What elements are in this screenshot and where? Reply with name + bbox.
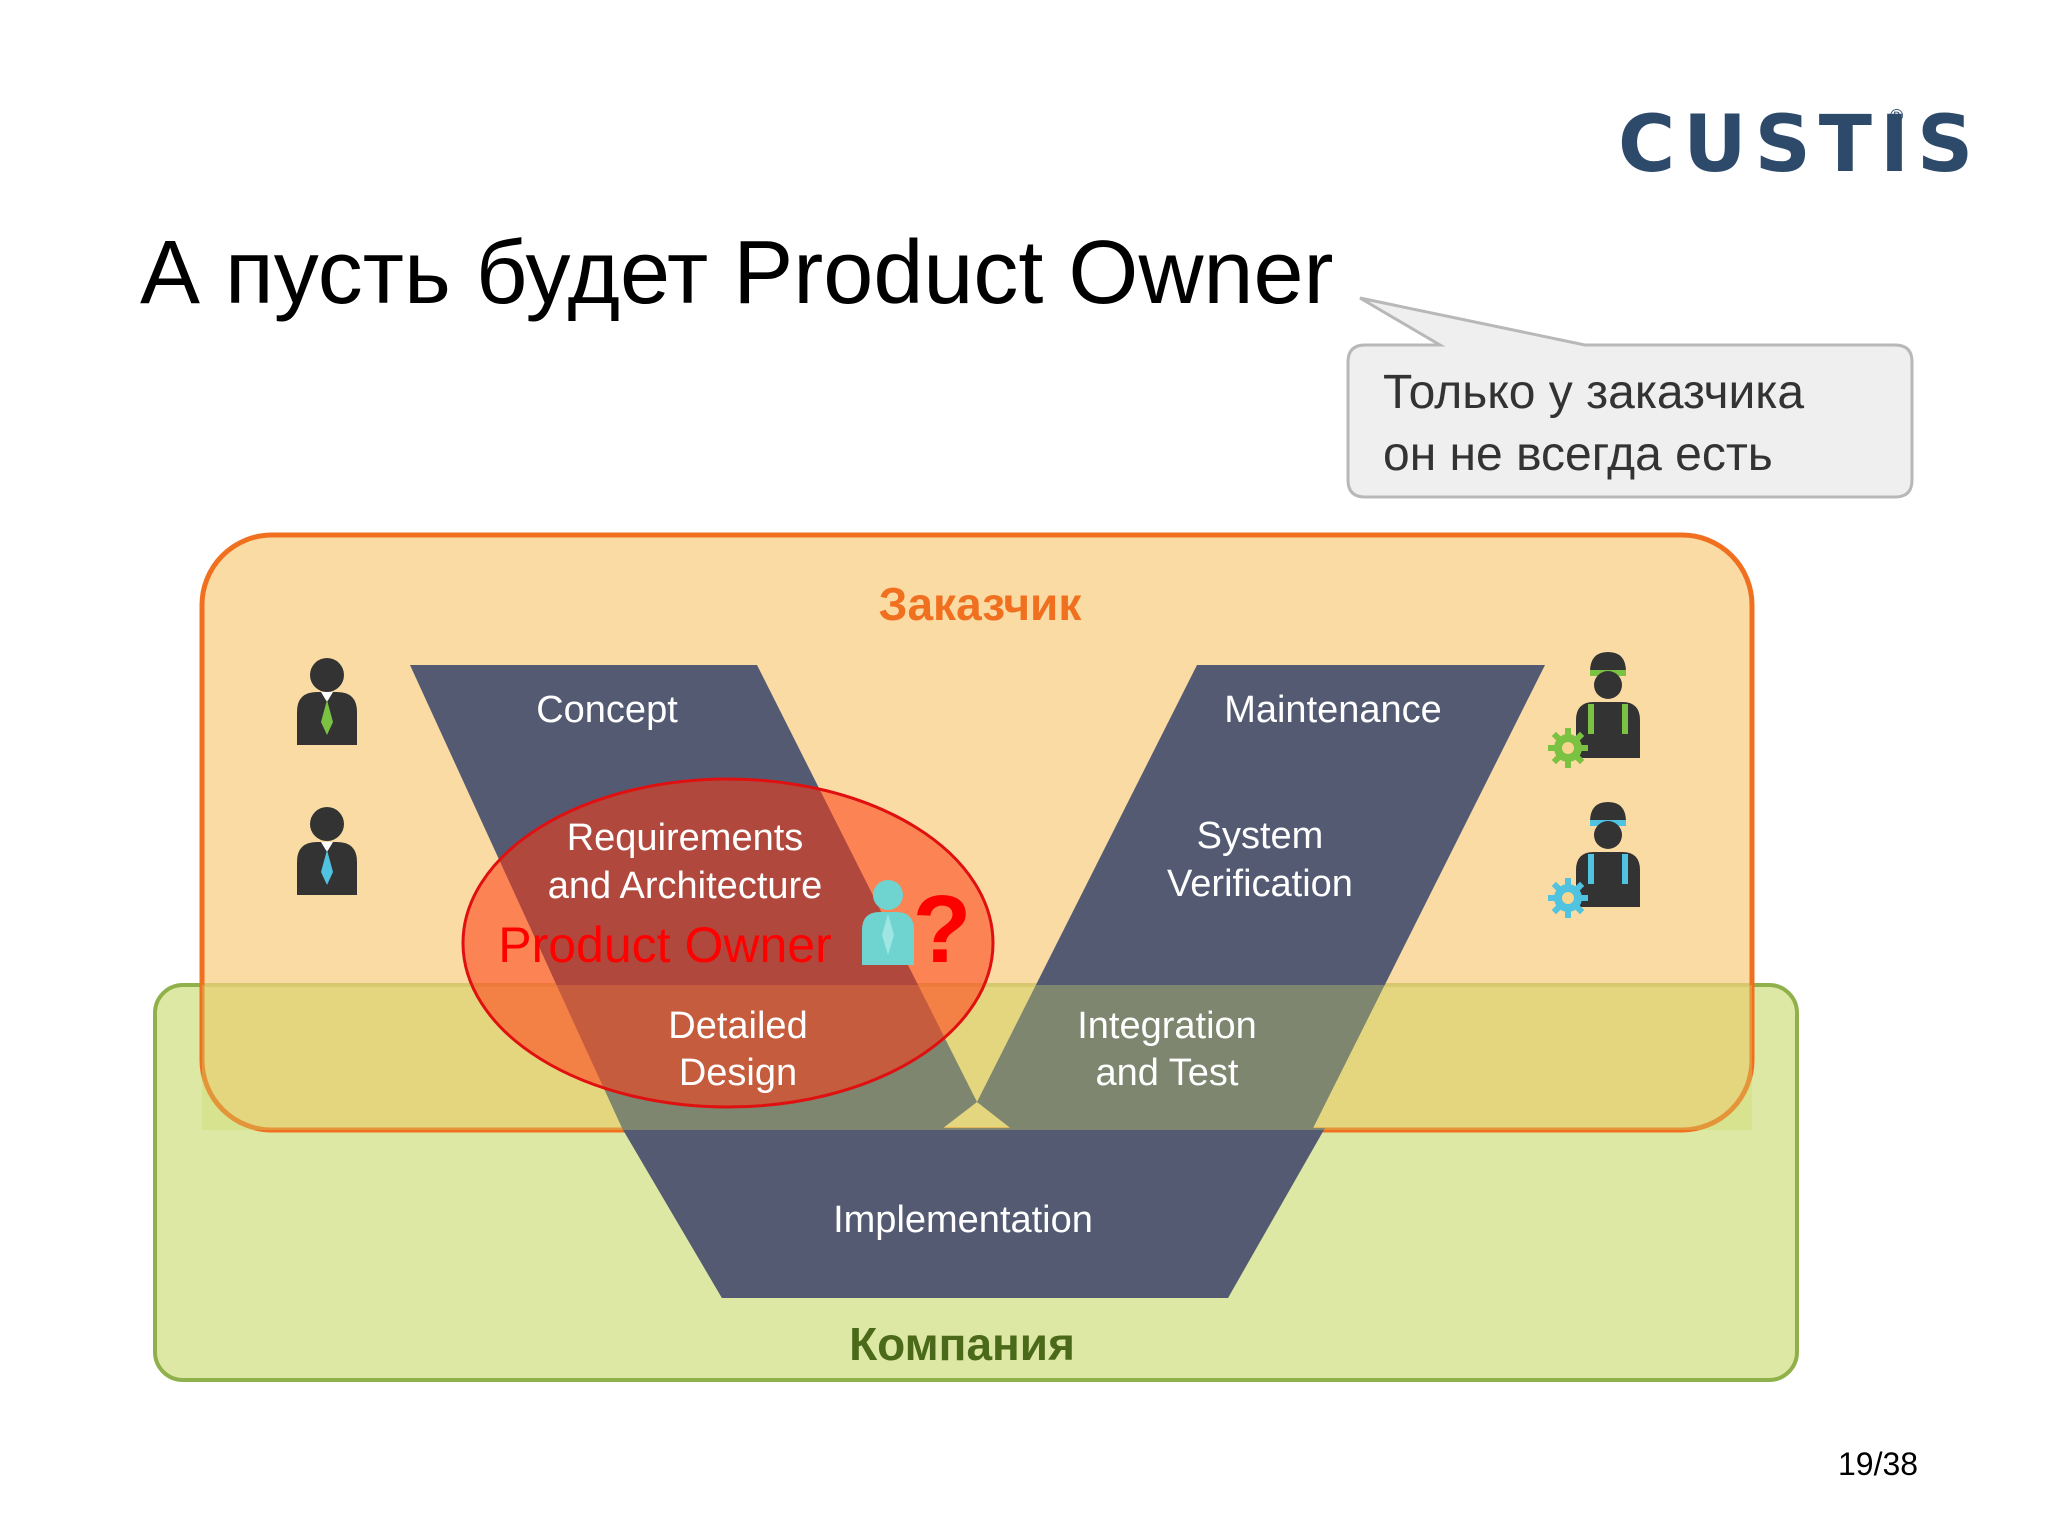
customer-zone-label: Заказчик bbox=[879, 578, 1083, 630]
stage-concept: Concept bbox=[536, 689, 678, 731]
stage-verification-line1: System bbox=[1197, 815, 1324, 857]
callout-line1: Только у заказчика bbox=[1383, 366, 1804, 419]
question-mark: ? bbox=[913, 876, 972, 983]
callout-shape bbox=[1346, 296, 1914, 499]
stage-requirements-line2: and Architecture bbox=[548, 865, 823, 907]
worker-icon bbox=[1548, 652, 1640, 768]
callout-line2: он не всегда есть bbox=[1383, 428, 1773, 481]
stage-detailed-line1: Detailed bbox=[668, 1005, 807, 1047]
slide-title: А пусть будет Product Owner bbox=[140, 223, 1334, 323]
stage-verification-line2: Verification bbox=[1167, 863, 1353, 905]
stage-detailed-line2: Design bbox=[679, 1052, 797, 1094]
stage-requirements-line1: Requirements bbox=[567, 817, 804, 859]
overlap-band bbox=[202, 985, 1752, 1130]
worker-icon bbox=[1548, 802, 1640, 918]
product-owner-label: Product Owner bbox=[498, 917, 831, 973]
stage-integration-line1: Integration bbox=[1077, 1005, 1257, 1047]
page-number: 19/38 bbox=[1838, 1446, 1919, 1482]
stage-maintenance: Maintenance bbox=[1224, 689, 1442, 731]
stage-integration-line2: and Test bbox=[1096, 1052, 1239, 1094]
user-icon bbox=[862, 880, 914, 965]
custis-logo: CUSTIS bbox=[1618, 100, 1982, 190]
registered-mark: ® bbox=[1890, 106, 1904, 126]
businessman-icon bbox=[297, 807, 357, 895]
company-zone-label: Компания bbox=[849, 1318, 1075, 1370]
product-owner-ellipse bbox=[461, 777, 995, 1109]
stage-implementation: Implementation bbox=[833, 1199, 1093, 1241]
businessman-icon bbox=[297, 658, 357, 745]
callout-bubble: Только у заказчика он не всегда есть bbox=[1346, 296, 1914, 499]
v-bottom bbox=[622, 1128, 1325, 1298]
